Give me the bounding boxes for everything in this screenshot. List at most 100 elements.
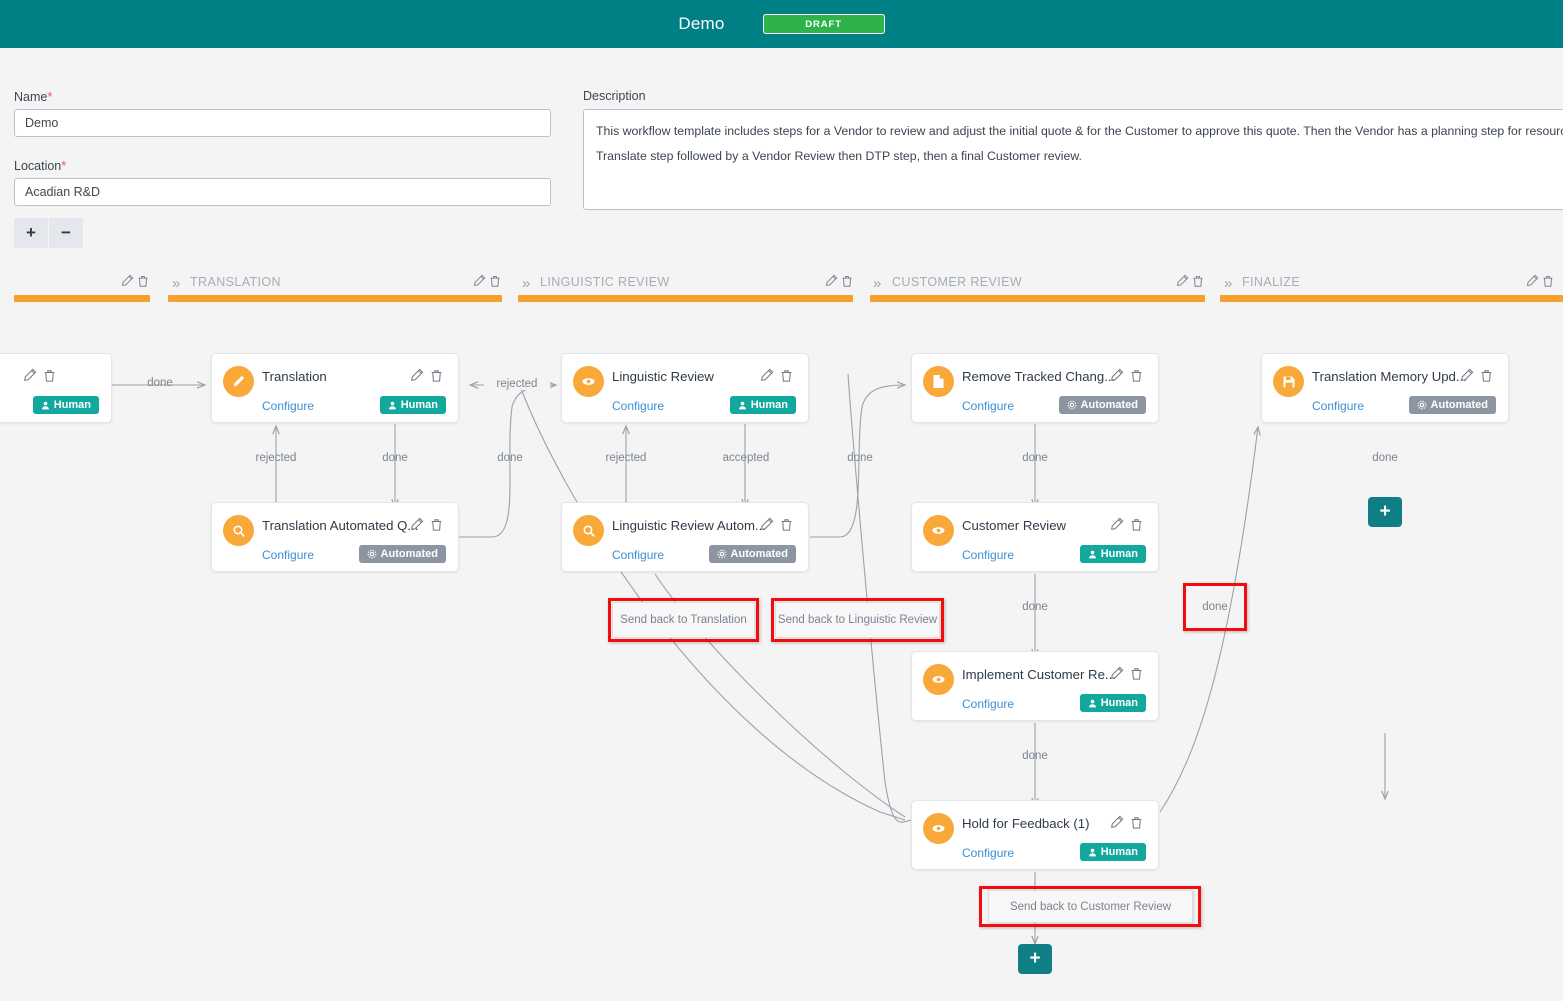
- chip-send-back-to-customer-review[interactable]: Send back to Customer Review: [988, 890, 1193, 923]
- description-textarea[interactable]: This workflow template includes steps fo…: [583, 109, 1563, 210]
- status-badge-human: Human: [1079, 694, 1146, 712]
- phase-label-customer-review: CUSTOMER REVIEW: [892, 275, 1023, 289]
- phase-chevron-3: »: [873, 275, 882, 292]
- node-title: Hold for Feedback (1): [962, 816, 1090, 831]
- node-tools: [409, 368, 444, 383]
- edit-icon[interactable]: [1459, 368, 1474, 383]
- delete-icon[interactable]: [429, 368, 444, 383]
- configure-link[interactable]: Configure: [962, 548, 1015, 562]
- delete-icon[interactable]: [1479, 368, 1494, 383]
- configure-link[interactable]: Configure: [612, 548, 665, 562]
- badge-label: Automated: [730, 548, 788, 560]
- edit-icon[interactable]: [22, 368, 37, 383]
- workflow-node-linguistic-review[interactable]: Linguistic Review Configure Human: [561, 353, 809, 423]
- edge-label-remove-done: done: [1022, 452, 1048, 464]
- workflow-node-implement-customer-review[interactable]: Implement Customer Re... Configure Human: [911, 651, 1159, 721]
- badge-label: Automated: [1430, 399, 1488, 411]
- configure-link[interactable]: Configure: [962, 846, 1015, 860]
- description-label: Description: [583, 89, 646, 103]
- workflow-canvas[interactable]: Human Translation Configure Human: [0, 312, 1563, 1001]
- workflow-node-start[interactable]: Human: [0, 353, 112, 423]
- add-step-button-customer-review[interactable]: +: [1018, 944, 1052, 974]
- edit-icon[interactable]: [472, 274, 486, 288]
- edit-icon[interactable]: [409, 517, 424, 532]
- phase-tools-0: [120, 274, 150, 288]
- edit-icon[interactable]: [824, 274, 838, 288]
- configure-link[interactable]: Configure: [962, 399, 1015, 413]
- zoom-controls: + −: [14, 218, 83, 248]
- delete-icon[interactable]: [1129, 517, 1144, 532]
- workflow-node-linguistic-review-automated[interactable]: Linguistic Review Autom... Configure Aut…: [561, 502, 809, 572]
- location-label-text: Location: [14, 159, 62, 173]
- phase-header-row: » TRANSLATION » LINGUISTIC REVIEW » CUST…: [0, 264, 1563, 310]
- pencil-icon: [223, 366, 254, 397]
- remove-row-button[interactable]: −: [49, 218, 83, 248]
- eye-icon: [923, 813, 954, 844]
- delete-icon[interactable]: [1191, 274, 1205, 288]
- workflow-node-customer-review[interactable]: Customer Review Configure Human: [911, 502, 1159, 572]
- user-icon: [41, 401, 50, 410]
- delete-icon[interactable]: [1129, 815, 1144, 830]
- delete-icon[interactable]: [1129, 368, 1144, 383]
- delete-icon[interactable]: [429, 517, 444, 532]
- delete-icon[interactable]: [840, 274, 854, 288]
- edit-icon[interactable]: [409, 368, 424, 383]
- location-input[interactable]: [14, 178, 551, 206]
- chip-send-back-to-linguistic-review[interactable]: Send back to Linguistic Review: [775, 602, 940, 638]
- delete-icon[interactable]: [42, 368, 57, 383]
- add-row-button[interactable]: +: [14, 218, 48, 248]
- add-step-button-finalize[interactable]: +: [1368, 497, 1402, 527]
- workflow-node-translation-memory-update[interactable]: Translation Memory Upd... Configure Auto…: [1261, 353, 1509, 423]
- node-title: Customer Review: [962, 518, 1067, 533]
- chip-label: Send back to Linguistic Review: [777, 614, 938, 626]
- edit-icon[interactable]: [1525, 274, 1539, 288]
- delete-icon[interactable]: [779, 517, 794, 532]
- delete-icon[interactable]: [488, 274, 502, 288]
- user-icon: [1088, 550, 1097, 559]
- delete-icon[interactable]: [136, 274, 150, 288]
- delete-icon[interactable]: [1129, 666, 1144, 681]
- edit-icon[interactable]: [1109, 517, 1124, 532]
- delete-icon[interactable]: [779, 368, 794, 383]
- badge-label: Human: [1100, 697, 1138, 709]
- eye-icon: [923, 515, 954, 546]
- edit-icon[interactable]: [1175, 274, 1189, 288]
- edge-label-start-done: done: [147, 377, 173, 389]
- node-title: Linguistic Review: [612, 369, 714, 384]
- name-input[interactable]: [14, 109, 551, 137]
- node-tools: [1459, 368, 1494, 383]
- delete-icon[interactable]: [1541, 274, 1555, 288]
- status-badge-automated: Automated: [358, 545, 446, 563]
- save-icon: [1273, 366, 1304, 397]
- phase-chevron-1: »: [172, 275, 181, 292]
- edit-icon[interactable]: [1109, 368, 1124, 383]
- edge-label-implement-done: done: [1022, 750, 1048, 762]
- edit-icon[interactable]: [759, 517, 774, 532]
- edit-icon[interactable]: [1109, 666, 1124, 681]
- edge-label-customer-review-done: done: [1022, 601, 1048, 613]
- configure-link[interactable]: Configure: [262, 548, 315, 562]
- workflow-node-translation[interactable]: Translation Configure Human: [211, 353, 459, 423]
- configure-link[interactable]: Configure: [612, 399, 665, 413]
- edit-icon[interactable]: [1109, 815, 1124, 830]
- edge-label-ling-to-remove-done: done: [847, 452, 873, 464]
- workflow-node-translation-automated-qa[interactable]: Translation Automated Q... Configure Aut…: [211, 502, 459, 572]
- edge-label-hold-done-highlighted: done: [1202, 601, 1228, 613]
- edit-icon[interactable]: [759, 368, 774, 383]
- edit-icon[interactable]: [120, 274, 134, 288]
- phase-tools-4: [1175, 274, 1205, 288]
- workflow-node-hold-for-feedback[interactable]: Hold for Feedback (1) Configure Human: [911, 800, 1159, 870]
- node-title: Linguistic Review Autom...: [612, 518, 766, 533]
- badge-label: Human: [1100, 846, 1138, 858]
- chip-send-back-to-translation[interactable]: Send back to Translation: [612, 602, 755, 638]
- node-title: Remove Tracked Chang...: [962, 369, 1116, 384]
- status-badge-human: Human: [379, 396, 446, 414]
- edge-label-transqa-rejected: rejected: [255, 452, 297, 464]
- workflow-node-remove-tracked-changes[interactable]: Remove Tracked Chang... Configure Automa…: [911, 353, 1159, 423]
- configure-link[interactable]: Configure: [262, 399, 315, 413]
- user-icon: [738, 401, 747, 410]
- configure-link[interactable]: Configure: [962, 697, 1015, 711]
- highlight-box-send-back-to-customer-review: [979, 886, 1201, 927]
- user-icon: [1088, 848, 1097, 857]
- configure-link[interactable]: Configure: [1312, 399, 1365, 413]
